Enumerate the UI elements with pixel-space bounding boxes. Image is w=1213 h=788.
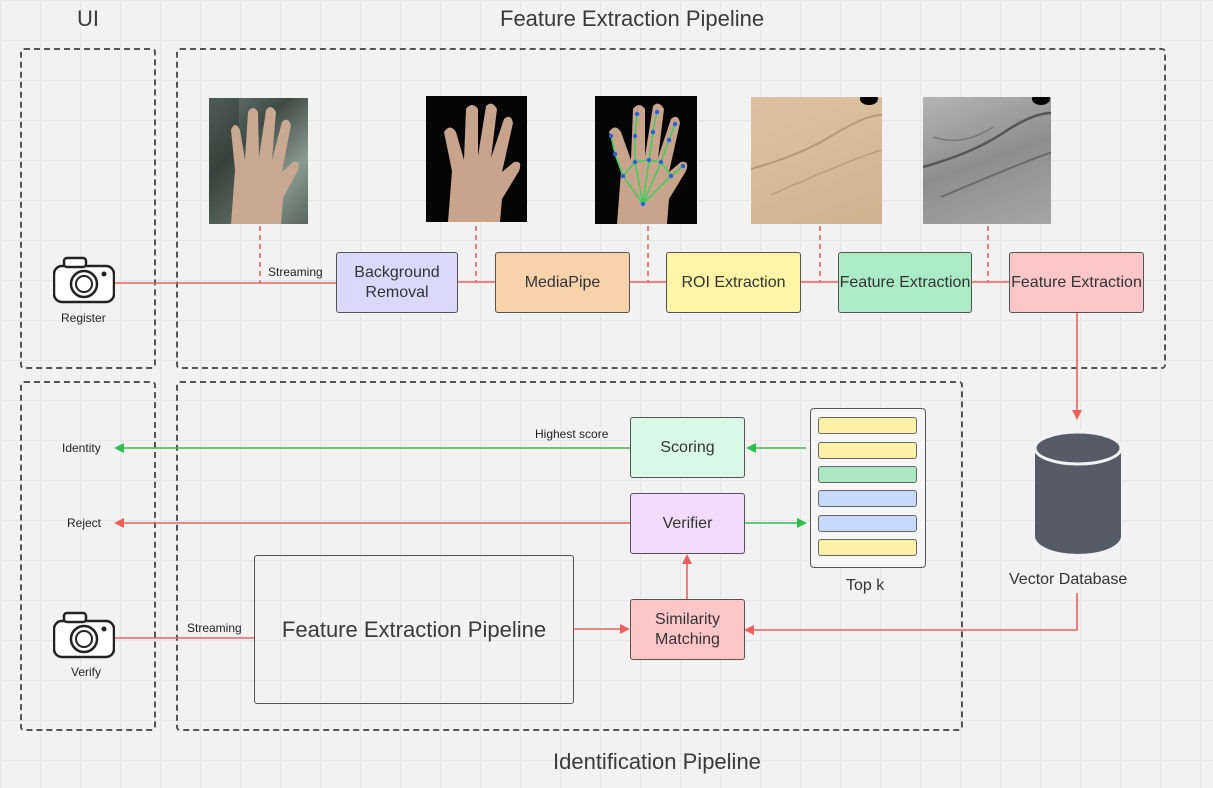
camera-icon[interactable] xyxy=(53,610,115,660)
verify-label: Verify xyxy=(71,665,102,679)
topk-label: Top k xyxy=(846,577,885,594)
feature-photo-gray xyxy=(923,97,1051,224)
highest-score-label: Highest score xyxy=(535,427,609,441)
topk-item xyxy=(818,417,917,434)
ui-verify-group xyxy=(20,381,156,731)
verifier-box[interactable]: Verifier xyxy=(630,493,745,554)
database-icon xyxy=(1033,430,1123,554)
hand-photo-bg-removed xyxy=(426,96,527,222)
mediapipe-box[interactable]: MediaPipe xyxy=(495,252,630,313)
reject-label: Reject xyxy=(67,516,102,530)
roi-photo xyxy=(751,97,882,224)
feature-pipeline-group xyxy=(176,48,1166,369)
topk-item xyxy=(818,515,917,532)
topk-item xyxy=(818,539,917,556)
background-removal-box[interactable]: Background Removal xyxy=(336,252,458,313)
ui-register-group xyxy=(20,48,156,369)
register-label: Register xyxy=(61,311,106,325)
vector-database-label: Vector Database xyxy=(1009,571,1128,588)
feature-pipeline-title: Feature Extraction Pipeline xyxy=(500,6,765,31)
feature-extraction-pipeline-box[interactable]: Feature Extraction Pipeline xyxy=(254,555,574,704)
identity-label: Identity xyxy=(62,441,101,455)
streaming-label-verify: Streaming xyxy=(187,621,242,635)
similarity-matching-box[interactable]: Similarity Matching xyxy=(630,599,745,660)
streaming-label-register: Streaming xyxy=(268,265,323,279)
hand-photo-raw xyxy=(209,98,308,224)
scoring-box[interactable]: Scoring xyxy=(630,417,745,478)
identification-pipeline-group xyxy=(176,381,963,731)
feature-extraction-box-1[interactable]: Feature Extraction xyxy=(838,252,972,313)
database-to-similarity xyxy=(744,593,1078,635)
topk-item xyxy=(818,490,917,507)
hand-photo-landmarks xyxy=(595,96,697,224)
feature-extraction-box-2[interactable]: Feature Extraction xyxy=(1009,252,1144,313)
topk-item xyxy=(818,442,917,459)
identification-pipeline-title: Identification Pipeline xyxy=(553,749,761,774)
camera-icon[interactable] xyxy=(53,255,115,305)
ui-title: UI xyxy=(77,6,99,31)
topk-item xyxy=(818,466,917,483)
roi-extraction-box[interactable]: ROI Extraction xyxy=(666,252,801,313)
